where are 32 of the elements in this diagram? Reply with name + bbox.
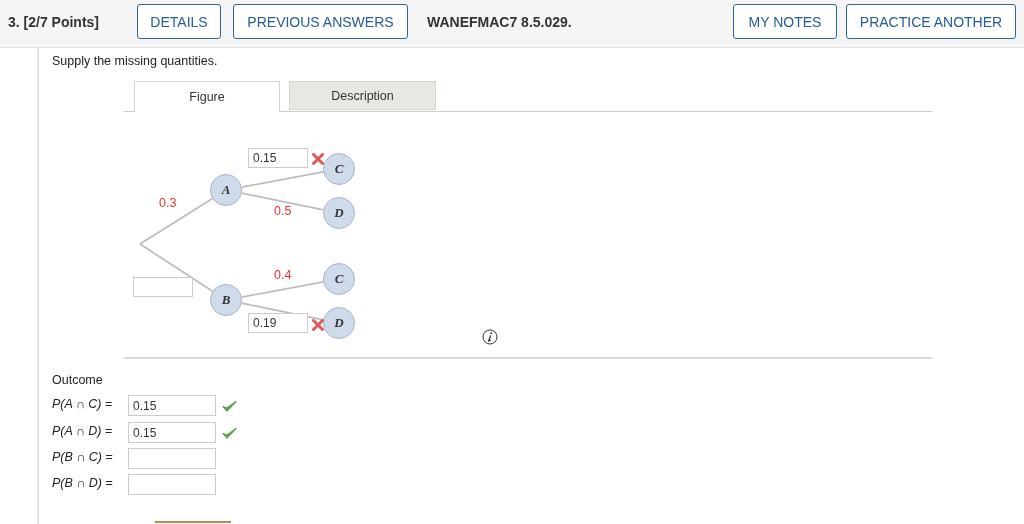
problem-code: WANEFMAC7 8.5.029.	[427, 14, 572, 30]
figure-tab: Figure	[134, 81, 280, 112]
circle-node: D	[323, 197, 355, 229]
previous-answers-button: PREVIOUS ANSWERS	[233, 4, 408, 39]
instruction-text: Supply the missing quantities.	[52, 54, 218, 68]
probability-expression: P(A ∩ D) =	[52, 424, 113, 438]
branch-line	[240, 281, 325, 298]
my-notes-button: MY NOTES	[733, 4, 837, 39]
probability-expression: P(B ∩ D) =	[52, 476, 113, 490]
answer-field: 0.15	[248, 148, 308, 168]
circle-node: D	[323, 307, 355, 339]
question-number: 3. [2/7 Points]	[8, 14, 100, 30]
circle-node: B	[210, 284, 242, 316]
edge-label: 0.3	[159, 196, 177, 210]
circle-node: C	[323, 263, 355, 295]
answer-field: 0.15	[128, 422, 216, 443]
probability-expression: P(A ∩ C) =	[52, 397, 113, 411]
probability-expression: P(B ∩ C) =	[52, 450, 113, 464]
edge-label: 0.5	[274, 204, 292, 218]
branch-line	[139, 243, 214, 293]
description-tab: Description	[289, 81, 436, 110]
branch-line	[240, 171, 325, 188]
circle-node: A	[210, 174, 242, 206]
outcome-heading: Outcome	[52, 373, 103, 387]
answer-field: 0.19	[248, 313, 308, 333]
circle-node: C	[323, 153, 355, 185]
answer-field: 0.15	[128, 395, 216, 416]
details-button: DETAILS	[137, 4, 221, 39]
branch-line	[139, 197, 214, 245]
edge-label: 0.4	[274, 268, 292, 282]
practice-another-button: PRACTICE ANOTHER	[846, 4, 1016, 39]
branch-line	[240, 192, 325, 211]
